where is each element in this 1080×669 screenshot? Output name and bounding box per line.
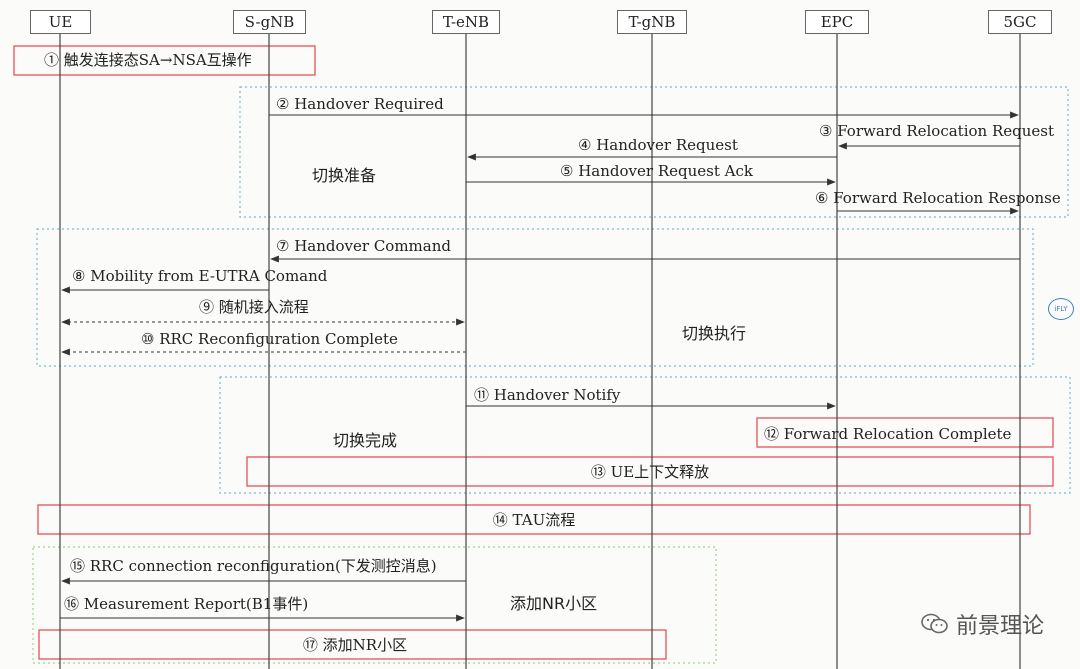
phase-frame-preparation	[239, 86, 1069, 218]
node-epc: EPC	[805, 10, 869, 34]
phase-frame-completion	[219, 376, 1071, 494]
label-step2: ② Handover Required	[276, 95, 444, 113]
phase-label-preparation: 切换准备	[312, 166, 377, 185]
node-5gc: 5GC	[988, 10, 1052, 34]
phase-label-completion: 切换完成	[333, 431, 398, 450]
phase-label-execution: 切换执行	[682, 324, 747, 343]
wechat-icon	[921, 613, 948, 634]
watermark: 前景理论	[920, 608, 1044, 640]
phase-frame-execution	[36, 228, 1034, 367]
label-step16: ⑯ Measurement Report(B1事件)	[64, 595, 309, 613]
node-tenb: T-eNB	[432, 10, 500, 34]
phase-label-add-nr: 添加NR小区	[510, 594, 598, 613]
label-step7: ⑦ Handover Command	[276, 237, 451, 255]
label-step1: ① 触发连接态SA→NSA互操作	[44, 51, 252, 69]
step13-box	[246, 456, 1054, 487]
node-ue: UE	[30, 10, 91, 34]
label-step14: ⑭ TAU流程	[492, 511, 576, 529]
label-step3: ③ Forward Relocation Request	[819, 122, 1054, 140]
label-step5: ⑤ Handover Request Ack	[560, 162, 753, 180]
step12-box	[756, 417, 1054, 448]
step17-box	[38, 629, 667, 660]
node-sgnb: S-gNB	[233, 10, 306, 34]
label-step13: ⑬ UE上下文释放	[590, 463, 710, 481]
label-step9: ⑨ 随机接入流程	[199, 298, 309, 316]
label-step6: ⑥ Forward Relocation Response	[815, 189, 1061, 207]
label-step12: ⑫ Forward Relocation Complete	[764, 425, 1012, 443]
step14-box	[37, 504, 1031, 535]
label-step11: ⑪ Handover Notify	[474, 386, 621, 404]
label-step4: ④ Handover Request	[578, 136, 738, 154]
label-step10: ⑩ RRC Reconfiguration Complete	[141, 330, 398, 348]
watermark-text: 前景理论	[955, 614, 1044, 639]
label-step8: ⑧ Mobility from E-UTRA Comand	[72, 267, 328, 285]
label-step17: ⑰ 添加NR小区	[302, 636, 408, 654]
label-step15: ⑮ RRC connection reconfiguration(下发测控消息)	[70, 557, 437, 575]
phase-frame-add-nr	[32, 546, 717, 664]
step1-box	[13, 45, 316, 76]
node-tgnb: T-gNB	[617, 10, 687, 34]
ifly-logo: iFLY	[1048, 298, 1074, 320]
